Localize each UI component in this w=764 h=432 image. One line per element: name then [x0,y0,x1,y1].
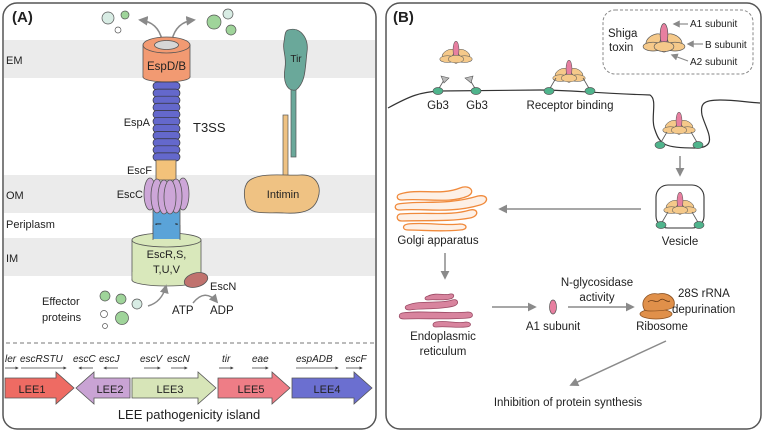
receptor-bound-toxin [543,59,596,95]
endocytosis-toxin [654,111,704,149]
operon-lee4: LEE4 [291,371,373,405]
gene-eae: eae [252,354,269,365]
endoplasmic-reticulum-icon [398,293,473,328]
adp-label: ADP [210,305,234,317]
svg-text:LEE2: LEE2 [97,384,124,396]
operon-lee2: LEE2 [75,371,131,405]
escf-label: EscF [127,165,152,177]
effector-label-line1: Effector [42,296,80,308]
svg-text:LEE4: LEE4 [314,384,341,396]
gene-escf: escF [345,354,368,365]
shiga-toxin-legend [602,9,754,75]
panel-b: (B) Shiga toxin A1 subunit B subunit A2 … [385,2,762,430]
escc-secretin [143,177,190,215]
gene-escrstu: escRSTU [20,354,64,365]
gene-escn: escN [167,354,191,365]
gene-tir: tir [222,354,231,365]
rrna-label-line2: depurination [672,304,735,316]
lee-island-label: LEE pathogenicity island [118,407,260,422]
vesicle [655,184,705,229]
a1-subunit-icon [549,299,557,315]
inhibition-label: Inhibition of protein synthesis [494,397,643,409]
a1-subunit-label: A1 subunit [526,321,581,333]
operon-lee3: LEE3 [131,371,217,405]
escrstuv-label-line2: T,U,V [153,264,181,276]
panel-a-frame [2,2,377,430]
ribosome-label: Ribosome [636,321,688,333]
gb3-label-2: Gb3 [466,100,488,112]
panel-b-frame [385,2,762,430]
legend-title-line1: Shiga [608,28,638,40]
gb3-receptor-2 [464,75,482,95]
receptor-binding-label: Receptor binding [527,100,614,112]
legend-a2-label: A2 subunit [690,57,737,68]
layer-im-label: IM [6,253,18,265]
atp-label: ATP [172,305,194,317]
gene-escc: escC [73,354,97,365]
vesicle-label: Vesicle [662,236,698,248]
gb3-receptor-1 [432,75,450,95]
er-label-line1: Endoplasmic [410,331,476,343]
golgi-apparatus-icon [394,186,488,232]
rrna-label-line1: 28S rRNA [678,288,730,300]
escf-needle [155,159,177,181]
escc-label: EscC [117,189,143,201]
legend-a1-label: A1 subunit [690,19,737,30]
escn-label: EscN [210,281,236,293]
svg-text:LEE1: LEE1 [19,384,46,396]
secreted-proteins-icon [101,8,237,36]
tir-receptor [283,28,308,158]
escrstuv-export-apparatus [131,232,202,287]
svg-text:LEE5: LEE5 [238,384,265,396]
legend-a2-arrow [670,53,689,62]
golgi-label: Golgi apparatus [397,235,478,247]
operon-lee5: LEE5 [217,371,291,405]
legend-title-line2: toxin [609,42,633,54]
atp-hydrolysis-arrow [192,293,219,304]
intimin-label: Intimin [267,189,299,201]
effector-entry-arrow [147,284,169,307]
espdb-label: EspD/B [147,61,186,73]
nglycosidase-label-line1: N-glycosidase [561,277,633,289]
cell-membrane [387,89,761,149]
legend-b-label: B subunit [705,40,747,51]
effector-label-line2: proteins [42,312,82,324]
tir-label: Tir [290,54,302,65]
panel-a: (A) EM OM Periplasm IM EspD/B EspA T3SS [2,2,377,430]
ribosome-to-inhibition-arrow [569,340,667,387]
nglycosidase-label-line2: activity [579,292,614,304]
gene-escj: escJ [99,354,121,365]
panel-a-label: (A) [12,9,33,26]
gene-ler: ler [5,354,17,365]
er-label-line2: reticulum [420,346,467,358]
operon-lee1: LEE1 [4,371,75,405]
espdb-pore [142,36,191,83]
layer-om-label: OM [6,190,24,202]
gb3-label-1: Gb3 [427,100,449,112]
espa-label: EspA [124,117,151,129]
effector-proteins-icon [99,290,143,329]
svg-text:LEE3: LEE3 [157,384,184,396]
gene-labels: ler escRSTU escC escJ escV escN tir eae … [5,354,368,365]
t3ss-label: T3SS [193,120,226,135]
layer-periplasm-label: Periplasm [6,219,55,231]
escn-atpase [183,272,209,288]
panel-b-label: (B) [393,9,414,26]
intimin-adhesin [243,114,320,214]
gene-espadb: espADB [296,354,333,365]
escrstuv-label-line1: EscR,S, [147,249,187,261]
ribosome-icon [639,293,675,320]
layer-em-label: EM [6,55,23,67]
gene-escv: escV [140,354,164,365]
espa-filament [152,81,181,162]
